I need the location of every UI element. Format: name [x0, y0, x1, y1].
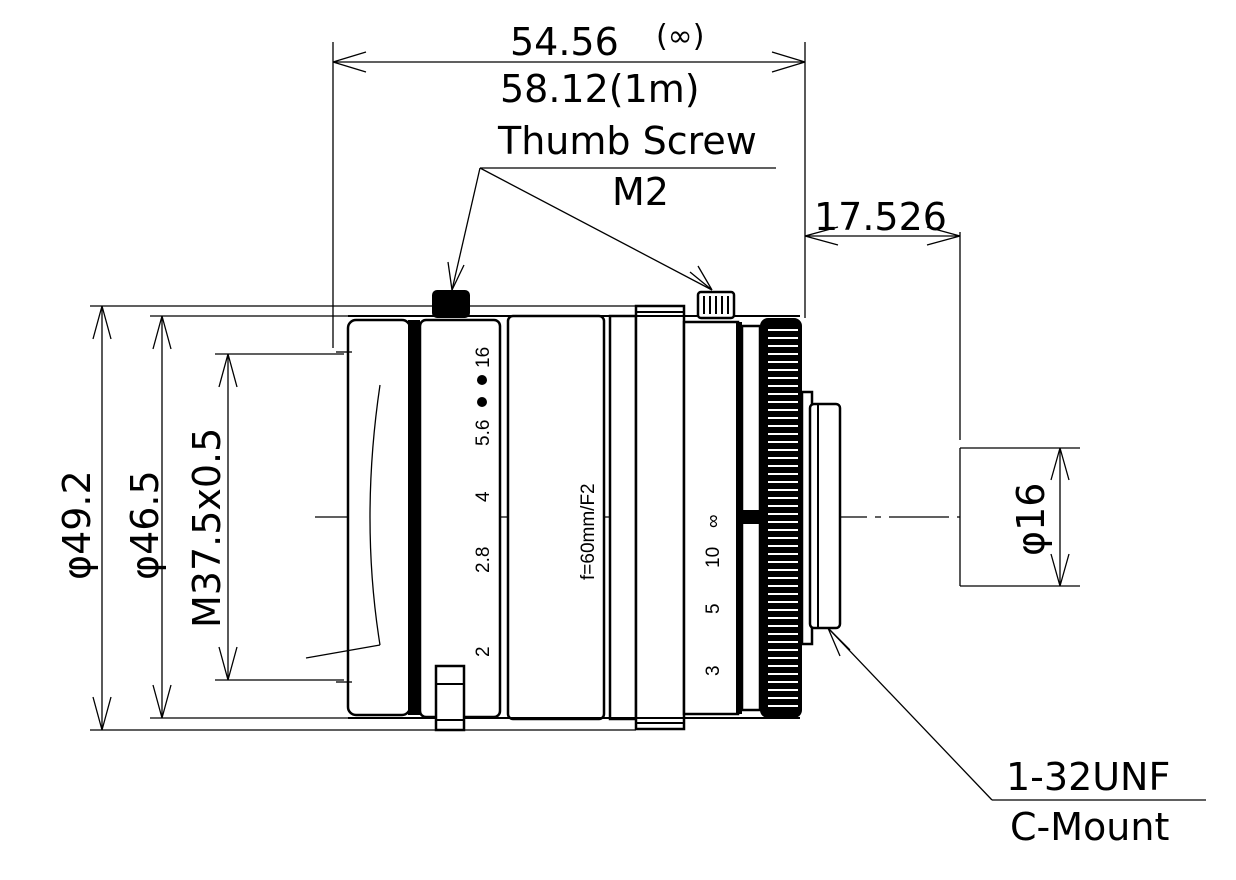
lens-marking: f=60mm/F2 [578, 483, 599, 580]
dim-body-diameter: φ46.5 [123, 315, 348, 719]
iris-4: 4 [473, 491, 494, 502]
body-diameter-value: φ46.5 [123, 470, 167, 580]
focus-inf: ∞ [703, 514, 724, 528]
mount-callout: 1-32UNF C-Mount [827, 627, 1206, 849]
iris-scale: 2 2.8 4 5.6 16 [473, 347, 494, 657]
dim-outer-diameter: φ49.2 [55, 305, 636, 731]
filter-thread-value: M37.5x0.5 [185, 428, 229, 628]
dim-filter-thread: M37.5x0.5 [185, 353, 344, 681]
focus-scale: 3 5 10 ∞ [703, 514, 724, 676]
focus-10: 10 [703, 547, 724, 568]
iris-dot-1 [477, 397, 487, 407]
mount-diameter-value: φ16 [1009, 483, 1053, 556]
thumb-screw-label: Thumb Screw [497, 119, 757, 163]
mount-type-label: C-Mount [1010, 805, 1169, 849]
iris-2: 2 [473, 646, 494, 657]
mount-thread-label: 1-32UNF [1006, 755, 1170, 799]
thumb-screw-focus [696, 290, 736, 320]
flange-back-value: 17.526 [814, 195, 947, 239]
dim-overall-inf-note: (∞) [656, 19, 704, 54]
lens-body [305, 304, 842, 731]
iris-2-8: 2.8 [473, 547, 494, 573]
focus-5: 5 [703, 603, 724, 614]
dim-overall-1m: 58.12(1m) [500, 67, 700, 111]
thumb-screw-size: M2 [612, 170, 669, 214]
dim-flange-back: 17.526 [804, 195, 961, 440]
iris-dot-2 [477, 375, 487, 385]
dim-mount-diameter: φ16 [959, 447, 1080, 587]
dim-overall-inf: 54.56 [510, 20, 619, 64]
focus-3: 3 [703, 665, 724, 676]
dim-overall-length: 54.56 (∞) 58.12(1m) [332, 19, 806, 348]
iris-16: 16 [473, 347, 494, 368]
iris-5-6: 5.6 [473, 420, 494, 446]
outer-diameter-value: φ49.2 [55, 470, 99, 580]
thumb-screw-iris [432, 290, 470, 732]
thumb-screw-callout: Thumb Screw M2 [447, 119, 776, 291]
